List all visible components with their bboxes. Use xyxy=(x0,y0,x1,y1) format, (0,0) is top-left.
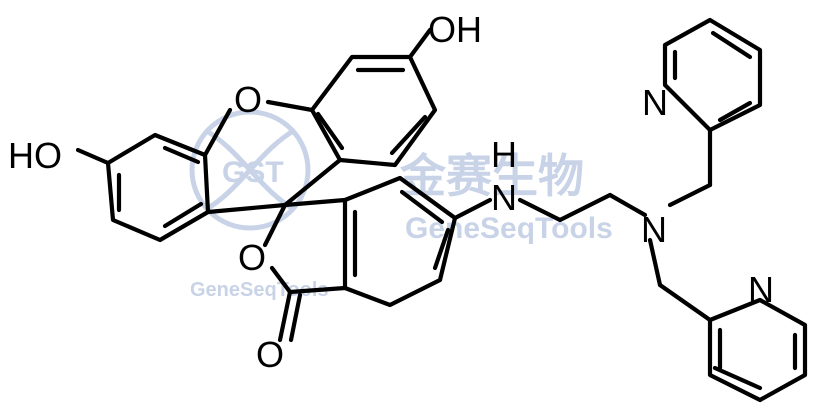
atom-labels: OH HO O O O H N N N N xyxy=(8,9,774,375)
bond-ho xyxy=(75,147,111,166)
atom-o-lactone: O xyxy=(238,237,266,278)
atom-n-tertiary: N xyxy=(641,209,667,250)
ring-right-phenol xyxy=(309,54,438,168)
ring-right-phenol-inner xyxy=(315,67,428,156)
atom-o-carbonyl: O xyxy=(256,334,284,375)
watermark-logo-ring xyxy=(189,109,311,231)
bond-carbonyl-double xyxy=(277,289,303,343)
bond-spiro-right xyxy=(282,157,343,208)
atom-ho-left: HO xyxy=(8,135,62,176)
ring-pyridine-bottom-inner xyxy=(712,327,798,391)
bond-nh-ch2 xyxy=(517,197,563,223)
bond-spiro-left xyxy=(205,202,288,215)
bond-ch2-n xyxy=(607,192,648,218)
atom-oh-top: OH xyxy=(428,9,482,50)
bond-n-ch2-top xyxy=(667,182,713,208)
bond-xanthene-o-left xyxy=(202,107,233,158)
ring-pyridine-top xyxy=(662,17,763,133)
watermark: GST 金赛生物 GeneSeqTools GeneSeqTools xyxy=(189,109,613,301)
ring-left-phenol-inner xyxy=(116,145,204,229)
bond-carbonyl-c-ring xyxy=(287,285,348,295)
bond-lines xyxy=(75,17,808,403)
atom-nh-h: H xyxy=(491,134,517,175)
ring-pyridine-bottom xyxy=(707,297,808,403)
bond-n-ch2-bottom xyxy=(647,237,663,288)
watermark-logo-text: GST xyxy=(222,156,284,189)
bond-o-carbonyl-c xyxy=(269,265,293,295)
watermark-en-text: GeneSeqTools xyxy=(405,212,613,245)
watermark-cn-text: 金赛生物 xyxy=(399,150,584,202)
bond-xanthene-o-right xyxy=(265,99,315,113)
atom-nh-n: N xyxy=(491,177,517,218)
ring-isobenzofuranone xyxy=(342,175,458,308)
ring-isobenzofuranone-inner xyxy=(352,189,451,278)
watermark-en-text-small: GeneSeqTools xyxy=(190,279,329,301)
bond-spiro-ring xyxy=(282,197,348,208)
bond-spiro-o xyxy=(262,202,288,248)
atom-n-pyridine-bottom: N xyxy=(748,269,774,310)
ring-pyridine-top-inner xyxy=(672,30,753,123)
bond-ring-nh xyxy=(452,197,493,221)
bond-ch2-pyridine-bottom xyxy=(657,282,713,323)
atom-o-xanthene: O xyxy=(234,79,262,120)
bond-oh xyxy=(407,27,433,60)
atom-n-pyridine-top: N xyxy=(642,82,668,123)
bond-ch2-ch2 xyxy=(557,192,613,223)
